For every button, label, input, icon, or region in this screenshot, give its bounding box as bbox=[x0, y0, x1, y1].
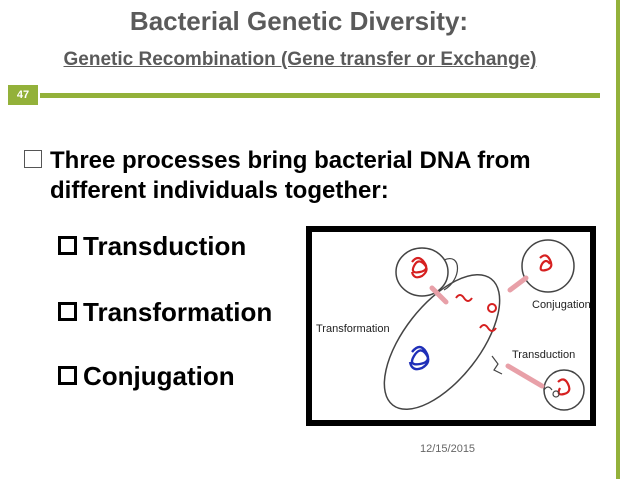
transduction-arrow bbox=[505, 363, 545, 389]
sub-bullet-transduction: Transduction bbox=[58, 230, 246, 262]
red-dna-left bbox=[410, 256, 428, 279]
box-bullet-icon bbox=[58, 301, 77, 321]
gene-transfer-figure: Transformation Conjugation Transduction bbox=[306, 226, 596, 426]
donor-cell-bottom bbox=[543, 369, 585, 411]
box-bullet-icon bbox=[58, 235, 77, 255]
label-transduction: Transduction bbox=[512, 349, 575, 361]
phage-icon bbox=[491, 355, 503, 375]
donor-cell-left bbox=[395, 247, 449, 297]
main-bullet: Three processes bring bacterial DNA from… bbox=[24, 146, 584, 206]
blue-dna bbox=[408, 345, 430, 371]
transferred-dna-1 bbox=[455, 294, 473, 302]
donor-cell-right bbox=[521, 239, 575, 293]
phage-head-icon bbox=[552, 390, 560, 398]
slide-subtitle: Genetic Recombination (Gene transfer or … bbox=[63, 49, 537, 70]
sub-bullet-transformation: Transformation bbox=[58, 296, 272, 328]
slide-date: 12/15/2015 bbox=[420, 443, 476, 455]
title-rule bbox=[40, 93, 600, 98]
conjugation-arrow bbox=[507, 275, 529, 293]
phage-tail-icon bbox=[543, 386, 553, 391]
slide-number: 47 bbox=[8, 85, 38, 105]
transferred-dna-2 bbox=[479, 324, 497, 332]
red-dna-bottom bbox=[557, 378, 571, 396]
transformation-arrow bbox=[429, 285, 449, 305]
red-dna-right bbox=[539, 254, 553, 272]
plasmid-circle bbox=[487, 303, 497, 313]
gene-transfer-diagram: Transformation Conjugation Transduction bbox=[312, 232, 590, 420]
sub-bullet-conjugation: Conjugation bbox=[58, 360, 235, 392]
side-accent-bar bbox=[616, 0, 620, 479]
box-bullet-icon bbox=[58, 365, 77, 385]
square-bullet-icon bbox=[24, 150, 42, 168]
slide-title: Bacterial Genetic Diversity: bbox=[129, 6, 469, 36]
label-transformation: Transformation bbox=[316, 323, 390, 335]
main-bullet-text: Three processes bring bacterial DNA from… bbox=[50, 147, 531, 204]
label-conjugation: Conjugation bbox=[532, 299, 590, 311]
cell-membrane-tail bbox=[443, 258, 458, 291]
recipient-cell bbox=[383, 274, 501, 410]
